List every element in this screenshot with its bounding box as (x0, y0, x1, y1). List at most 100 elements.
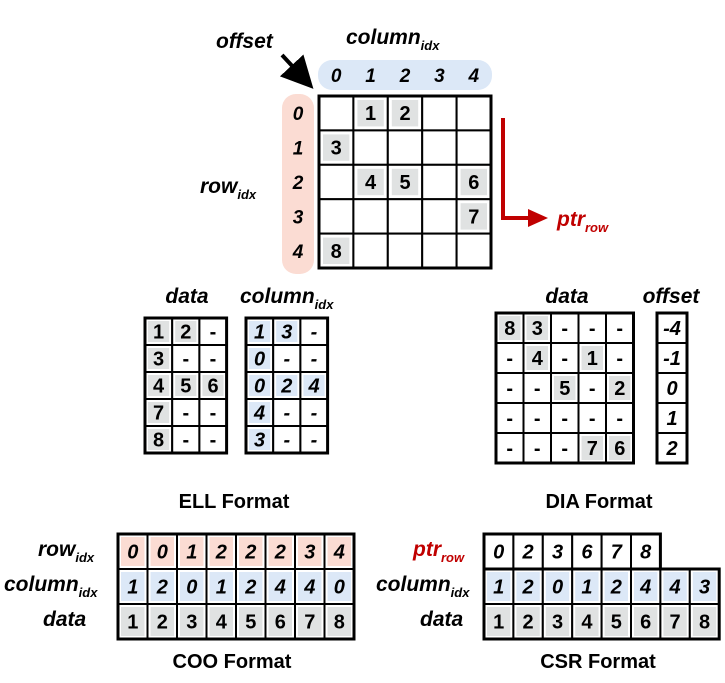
dia-data-cell: - (605, 342, 635, 374)
csr-data-cell: 8 (688, 603, 721, 640)
coo-caption: COO Format (173, 651, 292, 673)
svg-text:8: 8 (334, 612, 345, 634)
svg-text:2: 2 (399, 103, 410, 125)
coo-row-cell: 2 (235, 533, 267, 570)
ell-data-cell: 6 (198, 371, 228, 400)
svg-text:-: - (283, 403, 290, 425)
coo-column-cell: 4 (294, 568, 326, 605)
matrix-cell (318, 198, 355, 235)
svg-text:3: 3 (186, 612, 197, 634)
svg-text:3: 3 (699, 577, 710, 599)
dia-data-cell: - (495, 432, 525, 464)
svg-text:-: - (182, 430, 189, 452)
table-border (655, 311, 689, 465)
svg-text:2: 2 (280, 376, 292, 398)
ell-data-label: data (165, 285, 209, 308)
dia-data-cell: - (522, 432, 552, 464)
svg-text:0: 0 (334, 577, 345, 599)
coo-column-cell: 0 (323, 568, 355, 605)
csr-data-cell: 2 (512, 603, 544, 640)
matrix-cell (386, 232, 424, 270)
svg-text:-: - (210, 322, 217, 344)
svg-text:4: 4 (365, 172, 377, 194)
svg-text:-: - (182, 349, 189, 371)
dia-data-cell: 8 (495, 312, 525, 344)
csr-column-cell: 2 (512, 568, 544, 605)
ell-data-cell: 5 (171, 371, 201, 400)
svg-text:4: 4 (333, 542, 345, 564)
ell-column-cell: 4 (299, 371, 329, 400)
ell-data-cell: - (198, 317, 228, 346)
svg-text:3: 3 (153, 349, 164, 371)
svg-text:5: 5 (559, 378, 570, 400)
svg-text:6: 6 (468, 172, 479, 194)
dia-caption: DIA Format (545, 491, 652, 513)
svg-text:8: 8 (331, 241, 342, 263)
ell-column-cell: - (299, 317, 329, 346)
svg-text:6: 6 (275, 612, 286, 634)
csr-column-cell: 2 (600, 568, 632, 605)
csr-ptr-cell: 0 (483, 533, 515, 570)
svg-text:-4: -4 (663, 318, 681, 340)
svg-text:1: 1 (493, 577, 504, 599)
svg-text:5: 5 (399, 172, 410, 194)
svg-text:0: 0 (157, 542, 168, 564)
ell-data-cell: 2 (171, 317, 201, 346)
svg-text:7: 7 (587, 438, 598, 460)
svg-text:4: 4 (216, 612, 228, 634)
matrix-cell: 8 (318, 232, 355, 270)
coo-row-cell: 2 (205, 533, 237, 570)
ell-data-cell: - (171, 398, 201, 427)
ptr-row-arrow (501, 118, 532, 220)
coo-row-cell: 2 (264, 533, 296, 570)
coo-data-cell: 5 (235, 603, 267, 640)
coo-column-cell: 4 (264, 568, 296, 605)
dia-data-cell: - (605, 312, 635, 344)
dia-data-cell: - (495, 372, 525, 404)
ell-data-cell: - (198, 344, 228, 373)
csr-data-cell: 4 (571, 603, 603, 640)
csr-ptr-cell: 3 (541, 533, 574, 570)
svg-text:7: 7 (468, 206, 479, 228)
svg-text:-: - (561, 348, 568, 370)
dia-data-cell: - (550, 432, 580, 464)
dia-offset-cell: -1 (656, 342, 688, 374)
dia-offset-cell: 1 (656, 402, 688, 434)
svg-text:-: - (589, 378, 596, 400)
matrix-cell (386, 129, 424, 166)
ell-column-cell: 4 (245, 398, 275, 427)
ell-column-cell: - (299, 398, 329, 427)
row-index-label: 1 (293, 139, 304, 160)
svg-text:-: - (534, 408, 541, 430)
svg-text:-: - (616, 348, 623, 370)
svg-text:2: 2 (522, 577, 534, 599)
svg-text:-: - (311, 322, 318, 344)
svg-text:6: 6 (614, 438, 625, 460)
csr-ptr-cell: 7 (600, 533, 632, 570)
column-index-label: 2 (399, 66, 411, 87)
svg-text:6: 6 (640, 612, 651, 634)
svg-text:2: 2 (215, 542, 227, 564)
matrix-cell (421, 198, 458, 235)
matrix-cell (352, 232, 389, 270)
svg-text:8: 8 (153, 430, 164, 452)
svg-text:7: 7 (153, 403, 164, 425)
dia-data-cell: - (577, 372, 607, 404)
svg-text:3: 3 (304, 542, 315, 564)
svg-text:2: 2 (665, 438, 677, 460)
coo-row-cell: 4 (323, 533, 355, 570)
svg-text:-: - (182, 403, 189, 425)
row-index-band (282, 94, 314, 274)
ptr-row-label: ptrrow (556, 208, 609, 235)
svg-text:-: - (506, 438, 513, 460)
coo-data-cell: 4 (205, 603, 237, 640)
svg-text:1: 1 (581, 577, 592, 599)
ell-data-cell: - (198, 398, 228, 427)
svg-text:0: 0 (127, 542, 138, 564)
svg-text:-: - (616, 408, 623, 430)
csr-data-label: data (420, 608, 464, 631)
